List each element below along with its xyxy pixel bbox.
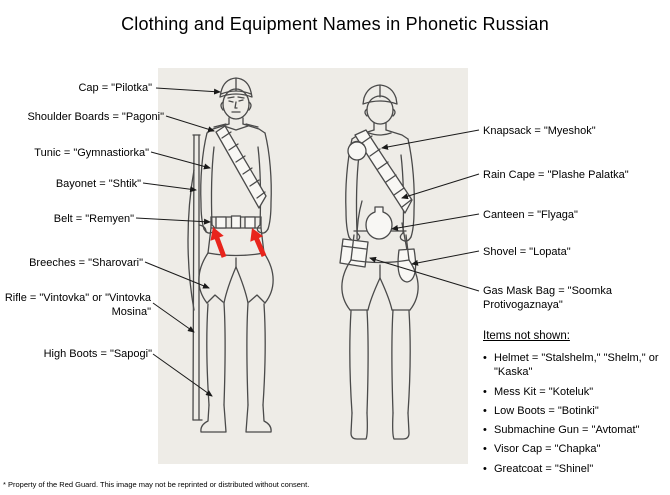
high-boots-back	[349, 309, 411, 440]
label-shovel: Shovel = "Lopata"	[483, 246, 571, 258]
label-tunic: Tunic = "Gymnastiorka"	[34, 147, 149, 159]
mess-kit	[347, 140, 367, 161]
items-not-shown-heading: Items not shown:	[483, 330, 570, 342]
label-canteen: Canteen = "Flyaga"	[483, 209, 578, 221]
footnote: * Property of the Red Guard. This image …	[3, 480, 310, 489]
not-shown-item: Visor Cap = "Chapka"	[483, 442, 667, 457]
label-rifle: Rifle = "Vintovka" or "Vintovka Mosina"	[4, 292, 151, 319]
label-cap: Cap = "Pilotka"	[78, 82, 152, 94]
head-back	[364, 95, 396, 125]
label-breeches: Breeches = "Sharovari"	[29, 257, 143, 269]
label-rain-cape: Rain Cape = "Plashe Palatka"	[483, 169, 629, 181]
high-boots	[200, 294, 272, 433]
belt-and-pouches	[210, 215, 262, 229]
canteen	[365, 206, 393, 240]
not-shown-item: Greatcoat = "Shinel"	[483, 462, 667, 477]
rain-cape-roll	[354, 129, 413, 214]
rifle	[187, 134, 207, 421]
cape-roll-front	[215, 125, 267, 209]
tunic-skirt	[207, 227, 265, 257]
label-knapsack: Knapsack = "Myeshok"	[483, 125, 596, 137]
label-bayonet: Bayonet = "Shtik"	[55, 178, 141, 190]
soldier-front-figure	[187, 77, 274, 433]
not-shown-item: Helmet = "Stalshelm," "Shelm," or "Kaska…	[483, 351, 667, 380]
label-belt: Belt = "Remyen"	[53, 213, 134, 225]
pilotka-cap	[219, 77, 253, 98]
pilotka-cap-back	[362, 84, 398, 105]
page-title: Clothing and Equipment Names in Phonetic…	[121, 14, 549, 34]
label-gas-mask-bag: Gas Mask Bag = "Soomka Protivogaznaya"	[483, 285, 612, 312]
items-not-shown-section: Items not shown: Helmet = "Stalshelm," "…	[483, 330, 667, 481]
not-shown-item: Mess Kit = "Koteluk"	[483, 385, 667, 400]
not-shown-item: Low Boots = "Botinki"	[483, 404, 667, 419]
not-shown-item: Submachine Gun = "Avtomat"	[483, 423, 667, 438]
gas-mask-bag	[339, 200, 369, 268]
label-shoulder-boards: Shoulder Boards = "Pagoni"	[27, 111, 164, 123]
label-high-boots: High Boots = "Sapogi"	[43, 348, 152, 360]
breeches	[198, 252, 274, 304]
items-not-shown-list: Helmet = "Stalshelm," "Shelm," or "Kaska…	[483, 351, 667, 476]
head-face	[220, 88, 252, 120]
soldier-back-figure	[339, 84, 419, 440]
